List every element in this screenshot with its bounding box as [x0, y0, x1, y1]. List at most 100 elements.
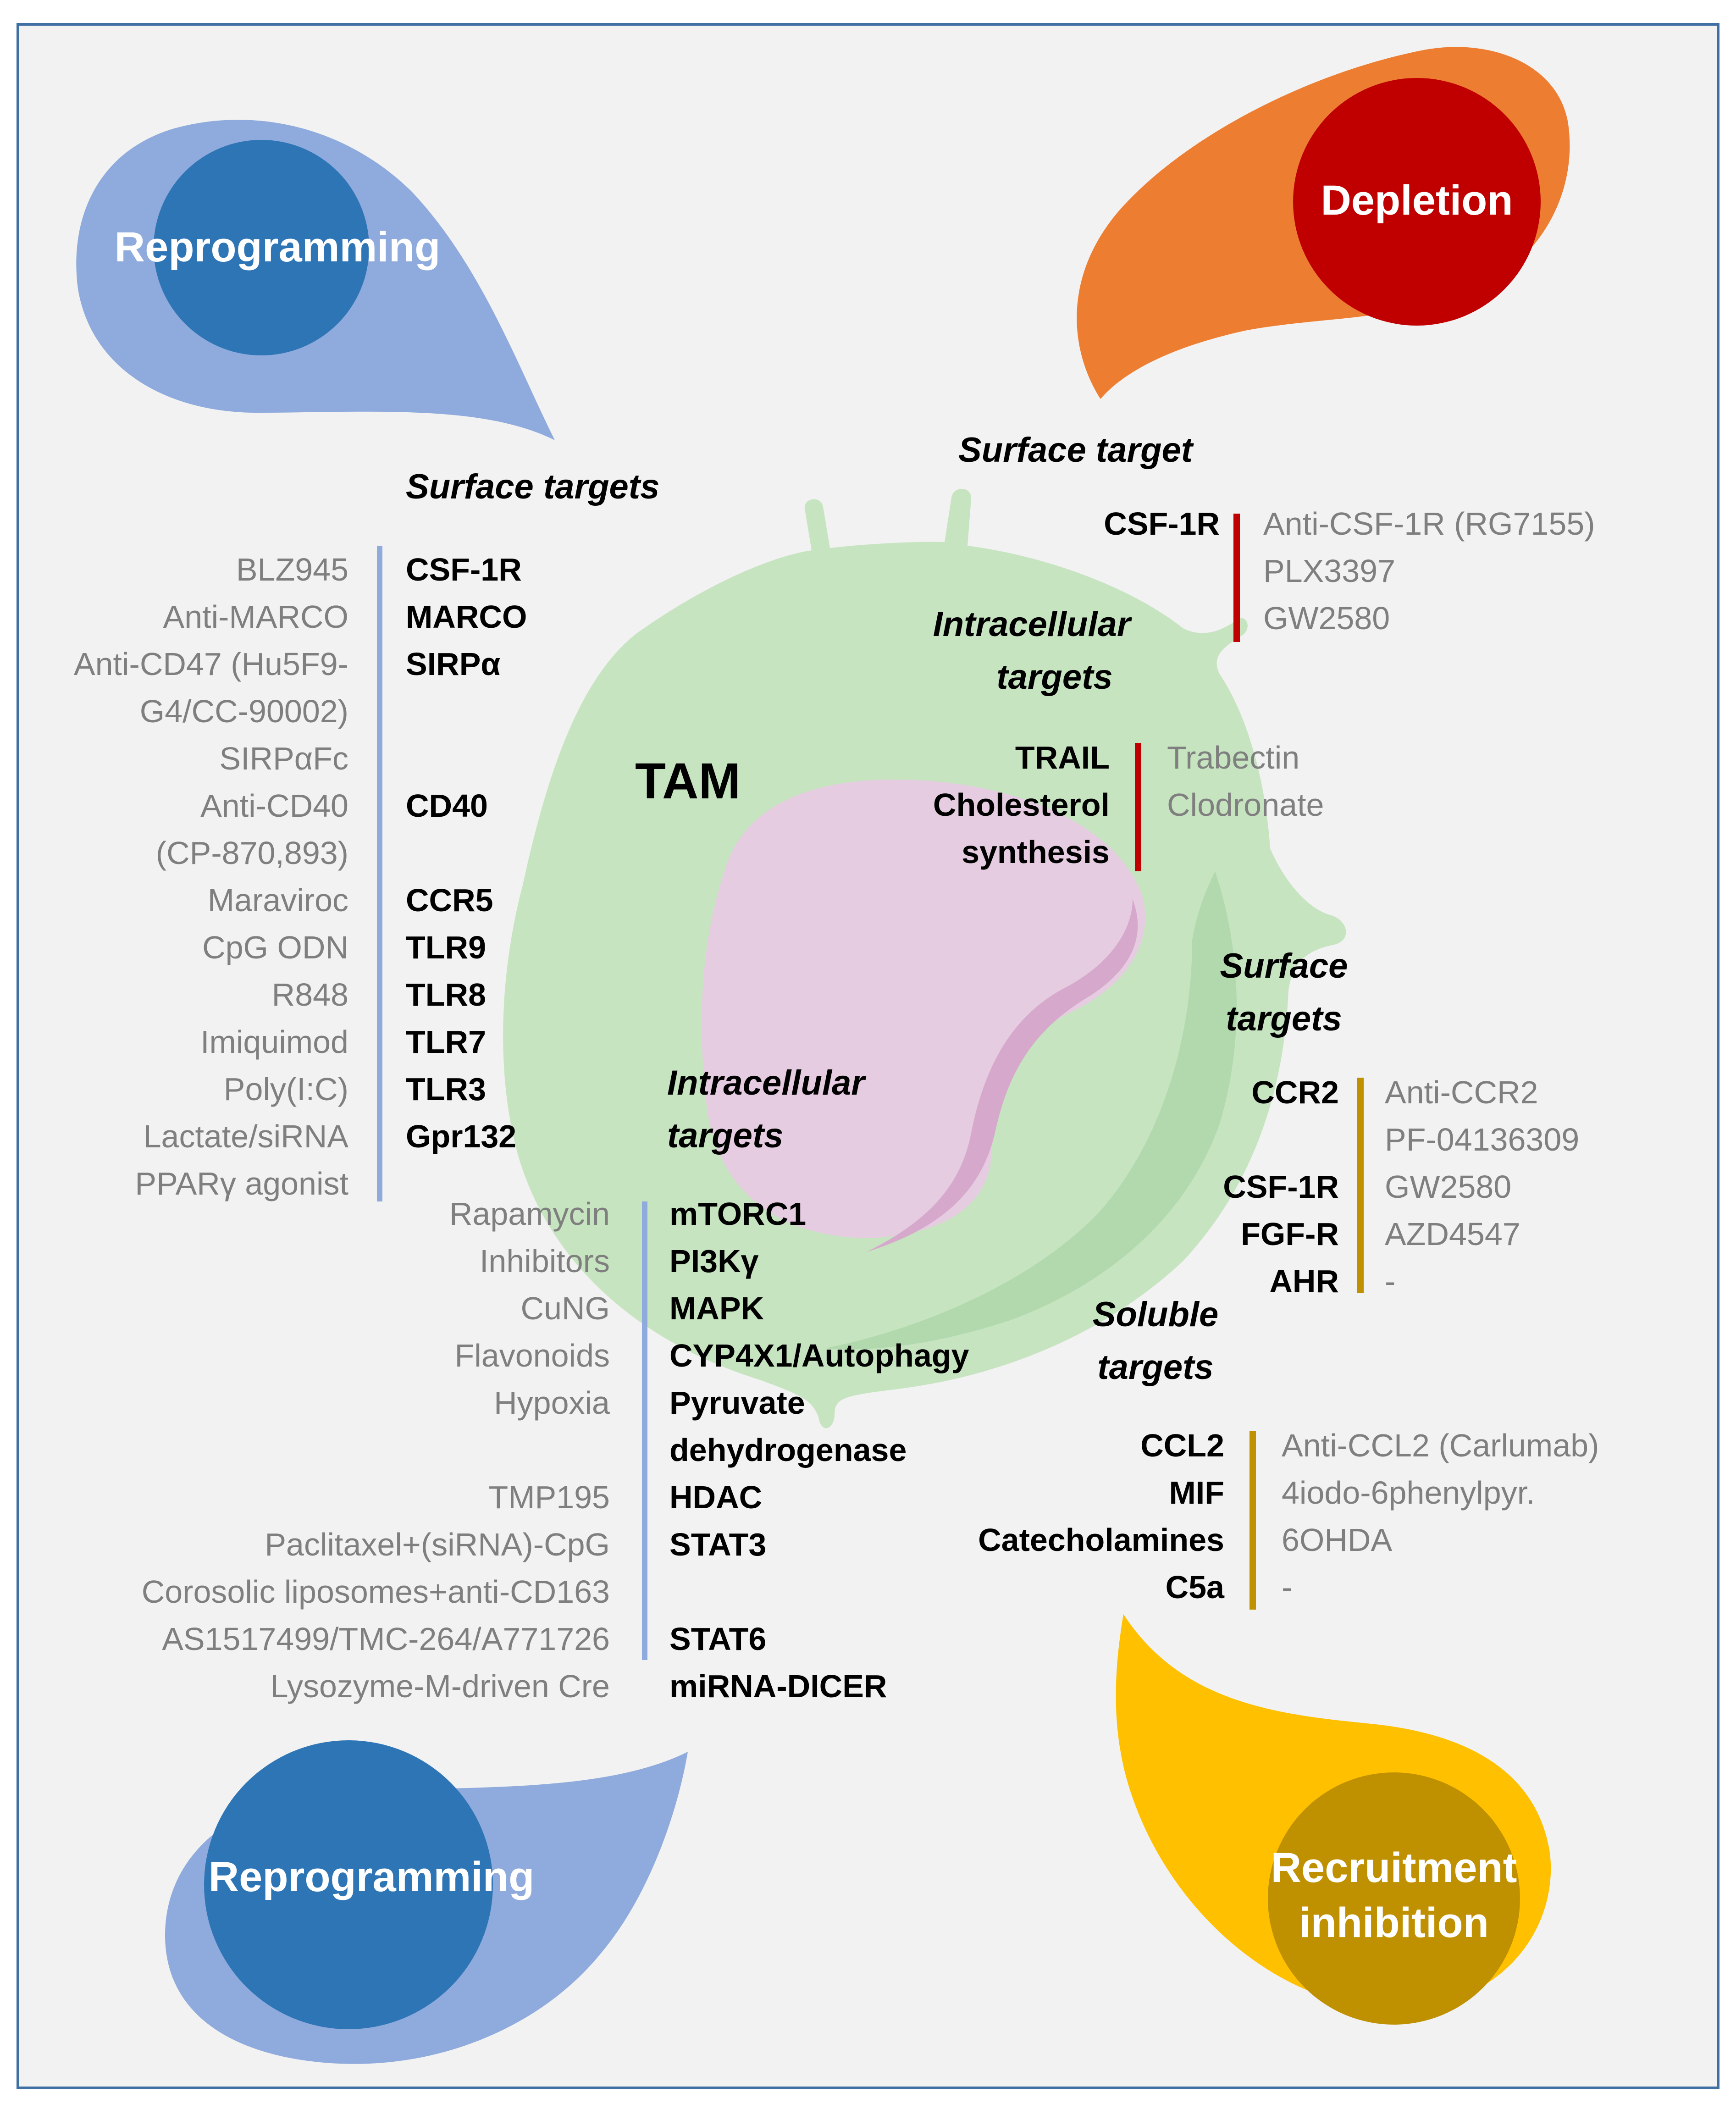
heading-recruit-soluble-1: Soluble	[1092, 1295, 1219, 1334]
repro-intracellular-target: MAPK	[669, 1290, 764, 1326]
recruitment-surface-bar	[1357, 1078, 1364, 1293]
heading-depletion-surface: Surface target	[958, 431, 1193, 470]
recruit-soluble-target: C5a	[1165, 1569, 1224, 1605]
repro-intracellular-target: Pyruvate	[669, 1385, 805, 1421]
repro-intracellular-drug: TMP195	[488, 1479, 610, 1515]
recruit-soluble-target: MIF	[1169, 1475, 1224, 1511]
repro-intracellular-drug: CuNG	[520, 1290, 610, 1326]
depletion-surface-bar	[1233, 514, 1240, 642]
repro-surface-target: CCR5	[406, 882, 493, 918]
repro-surface-drug: G4/CC-90002)	[139, 693, 348, 729]
depletion-intracellular-drug: Trabectin	[1167, 740, 1300, 775]
repro-intracellular-target: PI3Kγ	[669, 1243, 759, 1279]
repro-intracellular-drug: Hypoxia	[494, 1385, 610, 1421]
repro-surface-target: TLR3	[406, 1071, 486, 1107]
repro-surface-target: MARCO	[406, 599, 527, 635]
recruit-soluble-drug: 6OHDA	[1282, 1522, 1393, 1558]
repro-surface-drug: CpG ODN	[202, 930, 348, 965]
repro-intracellular-drug: AS1517499/TMC-264/A771726	[162, 1621, 610, 1657]
repro-intracellular-target: STAT3	[669, 1527, 767, 1562]
recruit-surface-drug: GW2580	[1385, 1169, 1512, 1205]
heading-recruit-soluble-2: targets	[1097, 1348, 1214, 1387]
repro-surface-drug: Maraviroc	[207, 882, 348, 918]
repro-surface-target: TLR9	[406, 930, 486, 965]
heading-depletion-intracellular-2: targets	[996, 658, 1113, 697]
recruit-surface-target: CSF-1R	[1223, 1169, 1339, 1205]
depletion-intracellular-drug: Clodronate	[1167, 787, 1324, 823]
heading-repro-surface: Surface targets	[406, 467, 660, 506]
reprogramming-bottom-label: Reprogramming	[208, 1854, 535, 1900]
repro-surface-drug: SIRPαFc	[219, 741, 348, 776]
recruitment-circle	[1268, 1772, 1520, 2025]
heading-depletion-intracellular-1: Intracellular	[933, 605, 1131, 644]
heading-recruit-surface-1: Surface	[1220, 947, 1348, 985]
recruit-soluble-drug: -	[1282, 1569, 1293, 1605]
depletion-intracellular-target: Cholesterol	[933, 787, 1110, 823]
repro-intracellular-target: miRNA-DICER	[669, 1668, 887, 1704]
repro-intracellular-drug: Rapamycin	[449, 1196, 610, 1232]
depletion-intracellular-bar	[1135, 743, 1141, 871]
reprogramming-top-circle	[154, 140, 369, 355]
repro-intracellular-target: STAT6	[669, 1621, 767, 1657]
repro-intracellular-drug: Flavonoids	[454, 1338, 610, 1373]
repro-surface-drug: Lactate/siRNA	[143, 1118, 348, 1154]
recruit-soluble-drug: Anti-CCL2 (Carlumab)	[1282, 1428, 1599, 1463]
recruit-surface-drug: AZD4547	[1385, 1216, 1520, 1252]
repro-intracellular-target: dehydrogenase	[669, 1432, 907, 1468]
repro-surface-drug: Anti-CD40	[200, 788, 348, 824]
repro-surface-drug: Anti-CD47 (Hu5F9-	[73, 646, 348, 682]
recruitment-label-line1: Recruitment	[1271, 1844, 1517, 1891]
repro-surface-drug: R848	[271, 977, 348, 1013]
repro-surface-target: TLR8	[406, 977, 486, 1013]
nucleus	[702, 780, 1145, 1238]
repro-surface-drug: Anti-MARCO	[163, 599, 348, 635]
repro-surface-target: Gpr132	[406, 1118, 517, 1154]
repro-surface-target: TLR7	[406, 1024, 486, 1060]
repro-surface-target: CSF-1R	[406, 552, 522, 587]
repro-surface-drug: Imiquimod	[200, 1024, 348, 1060]
heading-repro-intracellular-2: targets	[667, 1116, 784, 1155]
repro-surface-target: SIRPα	[406, 646, 501, 682]
recruit-surface-drug: PF-04136309	[1385, 1122, 1580, 1157]
reprogramming-intracellular-bar	[642, 1201, 647, 1660]
recruit-soluble-target: Catecholamines	[978, 1522, 1224, 1558]
depletion-label: Depletion	[1321, 177, 1513, 224]
cell-shading	[825, 871, 1237, 1350]
depletion-surface-target: CSF-1R	[1104, 506, 1220, 542]
recruit-soluble-target: CCL2	[1140, 1428, 1224, 1463]
depletion-circle	[1293, 78, 1541, 326]
depletion-surface-drug: GW2580	[1263, 600, 1390, 636]
depletion-surface-drug: PLX3397	[1263, 553, 1396, 589]
repro-surface-drug: Poly(I:C)	[223, 1071, 348, 1107]
nucleus-fold	[867, 899, 1138, 1252]
tam-label: TAM	[635, 753, 741, 809]
heading-repro-intracellular-1: Intracellular	[667, 1063, 865, 1102]
depletion-surface-drug: Anti-CSF-1R (RG7155)	[1263, 506, 1595, 542]
repro-intracellular-drug: Corosolic liposomes+anti-CD163	[141, 1574, 610, 1610]
reprogramming-top-label: Reprogramming	[114, 224, 441, 271]
repro-surface-drug: (CP-870,893)	[155, 835, 348, 871]
repro-surface-target: CD40	[406, 788, 488, 824]
heading-recruit-surface-2: targets	[1226, 999, 1342, 1038]
repro-surface-drug: PPARγ agonist	[135, 1166, 348, 1201]
recruit-surface-target: FGF-R	[1241, 1216, 1339, 1252]
repro-intracellular-target: HDAC	[669, 1479, 763, 1515]
recruit-surface-target: AHR	[1269, 1263, 1339, 1299]
depletion-intracellular-target: TRAIL	[1015, 740, 1110, 775]
recruit-surface-target: CCR2	[1251, 1074, 1339, 1110]
repro-intracellular-drug: Inhibitors	[479, 1243, 610, 1279]
recruitment-label-line2: inhibition	[1299, 1899, 1489, 1946]
repro-intracellular-target: CYP4X1/Autophagy	[669, 1338, 969, 1373]
recruit-surface-drug: -	[1385, 1263, 1396, 1299]
depletion-intracellular-target: synthesis	[962, 834, 1110, 870]
repro-intracellular-drug: Lysozyme-M-driven Cre	[270, 1668, 610, 1704]
repro-intracellular-drug: Paclitaxel+(siRNA)-CpG	[265, 1527, 610, 1562]
recruit-soluble-drug: 4iodo-6phenylpyr.	[1282, 1475, 1535, 1511]
reprogramming-bottom-circle	[204, 1740, 493, 2029]
recruit-surface-drug: Anti-CCR2	[1385, 1074, 1538, 1110]
reprogramming-surface-bar	[377, 546, 382, 1201]
repro-surface-drug: BLZ945	[236, 552, 348, 587]
recruitment-soluble-bar	[1249, 1431, 1256, 1610]
